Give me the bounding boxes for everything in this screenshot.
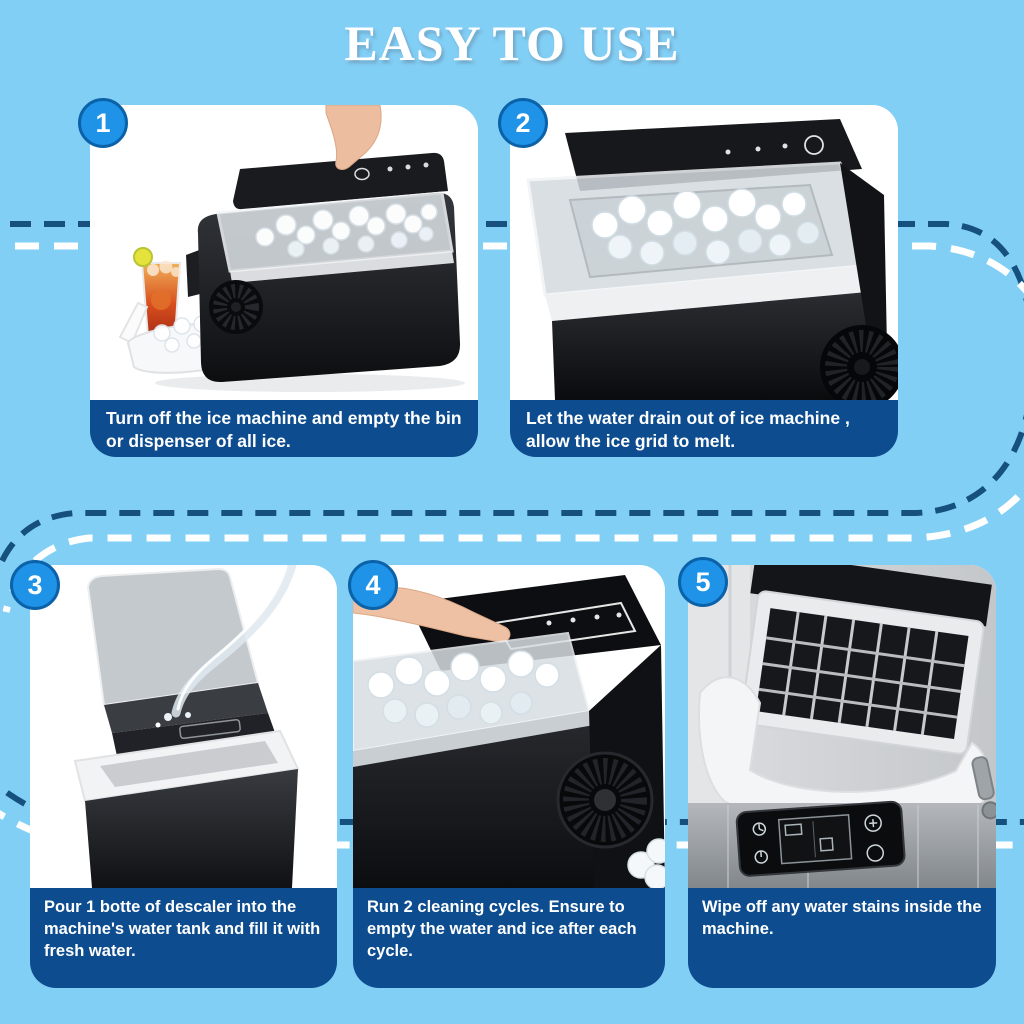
fan-vent [556, 751, 654, 849]
step-caption: Run 2 cleaning cycles. Ensure to empty t… [353, 888, 665, 988]
water-stream [155, 565, 297, 728]
cleaning-cycle-photo [353, 565, 665, 888]
step-card-4: Run 2 cleaning cycles. Ensure to empty t… [353, 565, 665, 988]
ice-cubes [591, 188, 820, 266]
ice-maker-power-off-photo [90, 105, 478, 400]
step-caption: Let the water drain out of ice machine ,… [510, 400, 898, 457]
page-title: EASY TO USE [344, 15, 680, 71]
pour-descaler-photo [30, 565, 337, 888]
ice-maker-machine [186, 152, 461, 383]
step-number-badge-4: 4 [348, 560, 398, 610]
machine-body [85, 769, 298, 888]
ice-cubes [255, 203, 438, 258]
step-card-2: Let the water drain out of ice machine ,… [510, 105, 898, 457]
side-handle [971, 756, 996, 820]
control-panel [735, 800, 906, 877]
machine-body [353, 725, 594, 888]
step-caption: Turn off the ice machine and empty the b… [90, 400, 478, 457]
spilled-ice [627, 838, 665, 888]
step-card-1: Turn off the ice machine and empty the b… [90, 105, 478, 457]
step-photo-4 [353, 565, 665, 888]
step-photo-1 [90, 105, 478, 400]
step-number-badge-1: 1 [78, 98, 128, 148]
ice-grid-evaporator [740, 565, 992, 755]
wipe-interior-photo [688, 565, 996, 888]
step-number-badge-2: 2 [498, 98, 548, 148]
fan-vent [209, 280, 263, 334]
fan-vent [820, 325, 898, 400]
step-photo-5 [688, 565, 996, 888]
dashed-route-navy [0, 221, 1024, 825]
hand [325, 105, 382, 170]
control-panel-leds [725, 135, 824, 155]
step-number-badge-5: 5 [678, 557, 728, 607]
control-strip-leds [354, 162, 429, 181]
step-number-badge-3: 3 [10, 560, 60, 610]
open-lid [86, 567, 260, 707]
step-card-3: Pour 1 botte of descaler into the machin… [30, 565, 337, 988]
step-card-5: Wipe off any water stains inside the mac… [688, 565, 996, 988]
step-photo-2 [510, 105, 898, 400]
ice-maker-drain-photo [510, 105, 898, 400]
iced-drink-glass [133, 247, 182, 338]
step-photo-3 [30, 565, 337, 888]
step-caption: Pour 1 botte of descaler into the machin… [30, 888, 337, 988]
step-caption: Wipe off any water stains inside the mac… [688, 888, 996, 988]
ice-cubes [367, 650, 560, 728]
